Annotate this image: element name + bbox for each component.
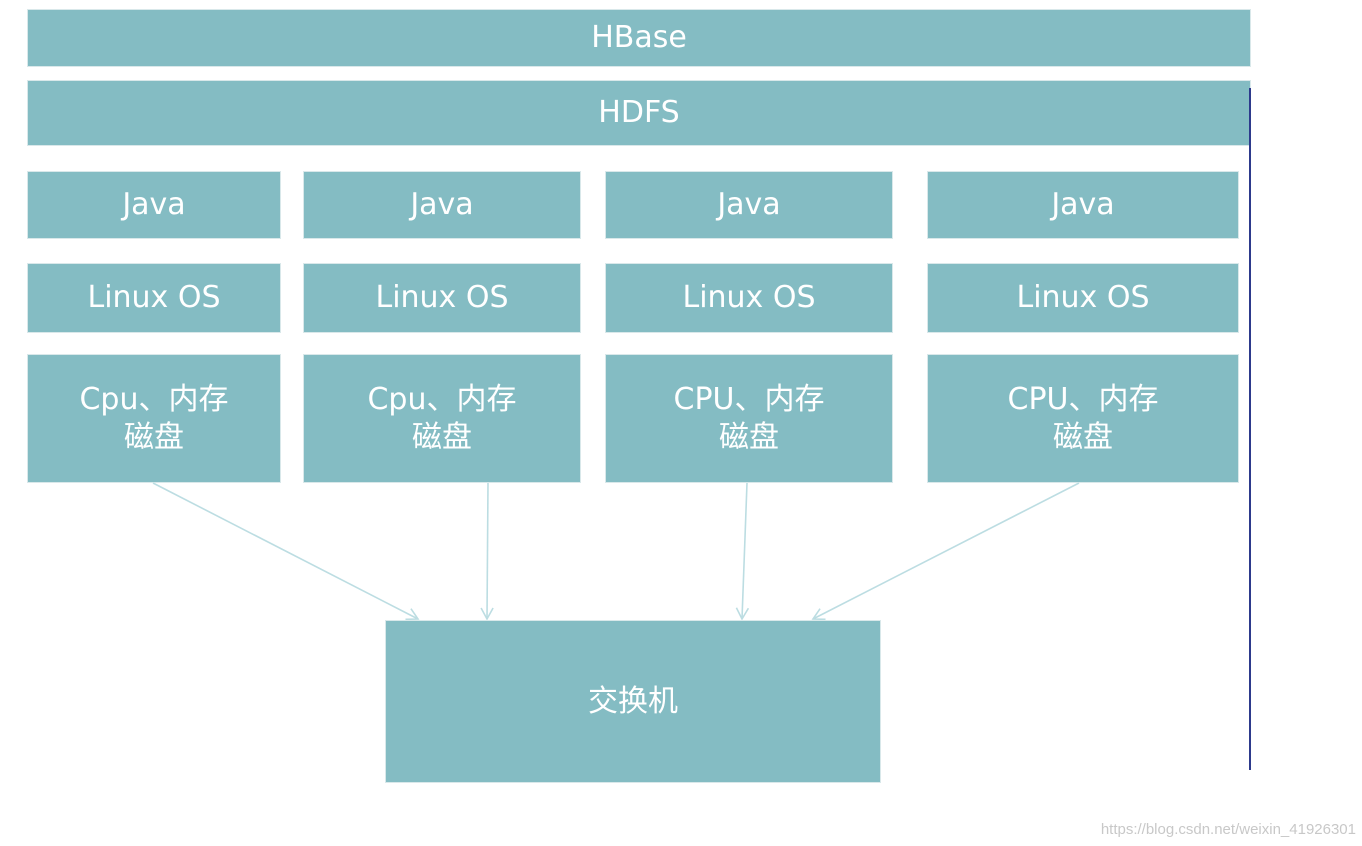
node-1-os-box: Linux OS xyxy=(27,263,281,333)
node-2-os-label: Linux OS xyxy=(375,280,509,315)
hbase-label: HBase xyxy=(591,20,687,55)
node-1-java-label: Java xyxy=(122,187,186,222)
arrow-node-4-to-switch xyxy=(811,482,1080,621)
arrow-node-1-to-switch xyxy=(152,482,420,621)
node-1-hardware-box: Cpu、内存 磁盘 xyxy=(27,354,281,483)
node-3-os-box: Linux OS xyxy=(605,263,893,333)
node-4-java-label: Java xyxy=(1051,187,1115,222)
hbase-layer: HBase xyxy=(27,9,1251,67)
node-4-hardware-label: CPU、内存 磁盘 xyxy=(1007,381,1159,455)
switch-box: 交换机 xyxy=(385,620,881,783)
node-1-os-label: Linux OS xyxy=(87,280,221,315)
node-2-java-label: Java xyxy=(410,187,474,222)
node-4-hardware-box: CPU、内存 磁盘 xyxy=(927,354,1239,483)
node-4-os-box: Linux OS xyxy=(927,263,1239,333)
node-4-java-box: Java xyxy=(927,171,1239,239)
watermark-text: https://blog.csdn.net/weixin_41926301 xyxy=(1100,821,1356,838)
switch-label: 交换机 xyxy=(588,683,678,719)
node-2-os-box: Linux OS xyxy=(303,263,581,333)
side-divider-line xyxy=(1249,88,1251,770)
node-3-java-label: Java xyxy=(717,187,781,222)
hdfs-layer: HDFS xyxy=(27,80,1251,146)
node-2-hardware-label: Cpu、内存 磁盘 xyxy=(367,381,517,455)
arrow-node-2-to-switch xyxy=(480,482,494,621)
node-1-java-box: Java xyxy=(27,171,281,239)
node-3-hardware-label: CPU、内存 磁盘 xyxy=(673,381,825,455)
node-2-hardware-box: Cpu、内存 磁盘 xyxy=(303,354,581,483)
arrow-node-3-to-switch xyxy=(735,482,750,621)
hdfs-label: HDFS xyxy=(598,95,680,130)
node-3-hardware-box: CPU、内存 磁盘 xyxy=(605,354,893,483)
node-3-os-label: Linux OS xyxy=(682,280,816,315)
node-2-java-box: Java xyxy=(303,171,581,239)
node-3-java-box: Java xyxy=(605,171,893,239)
node-1-hardware-label: Cpu、内存 磁盘 xyxy=(79,381,229,455)
node-4-os-label: Linux OS xyxy=(1016,280,1150,315)
